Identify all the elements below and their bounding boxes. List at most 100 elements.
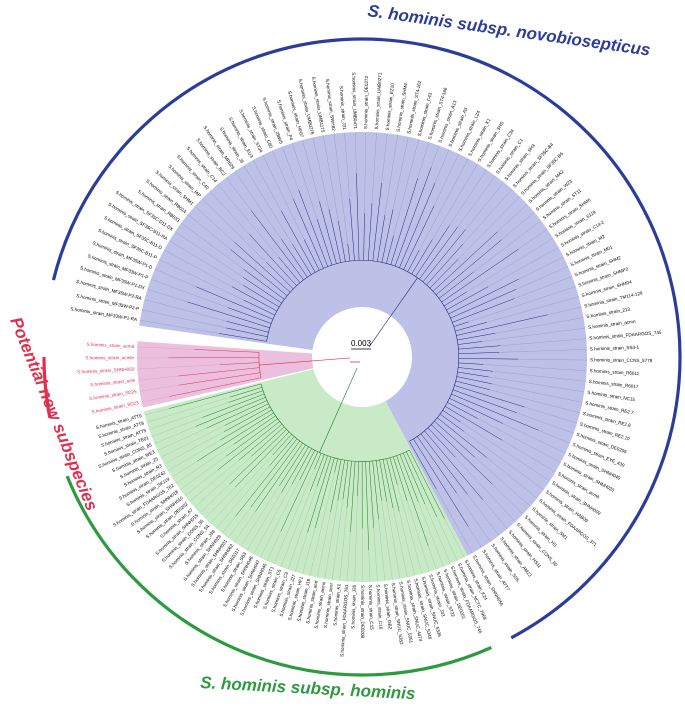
branch (445, 406, 503, 441)
branch (458, 362, 484, 365)
branch (291, 448, 312, 485)
branch (424, 430, 484, 500)
branch (403, 205, 435, 270)
leader-line (436, 489, 473, 554)
branch (350, 461, 356, 532)
branch (411, 239, 433, 275)
branch (435, 239, 502, 295)
leader-line (497, 204, 528, 232)
branch (409, 441, 437, 490)
leader-line (253, 160, 282, 211)
branch (281, 239, 308, 278)
leader-line (147, 289, 188, 303)
leaf-label: S.hominis_strain_SWH82 (325, 79, 337, 132)
branch (368, 461, 374, 528)
leader-line (194, 206, 235, 243)
leader-line (524, 406, 578, 424)
branch (457, 341, 483, 345)
branch (452, 298, 515, 323)
branch (298, 189, 328, 267)
leader-line (309, 472, 335, 576)
branch (426, 243, 464, 286)
leader-line (187, 214, 231, 250)
branch (229, 387, 263, 398)
branch (448, 278, 519, 315)
leader-line (482, 499, 508, 529)
leaf-label: S.hominis_strain_SS4-1 (590, 345, 640, 352)
branch (227, 307, 272, 324)
branch (386, 458, 400, 512)
leader-line (209, 191, 250, 235)
branch (169, 377, 262, 397)
branch (314, 457, 335, 529)
leader-line (141, 309, 227, 329)
branch (328, 209, 342, 263)
branch (456, 314, 548, 336)
branch (347, 243, 351, 262)
clade-title-novobiosepticus: S. hominis subsp. novobiosepticus (366, 1, 651, 60)
leader-line (455, 457, 516, 522)
leaf-label: S.hominis_strain_K1 (332, 583, 341, 626)
leader-line (419, 158, 469, 251)
branch (427, 427, 456, 458)
branch (455, 322, 487, 332)
branch (420, 433, 468, 495)
leaf-label: S.hominis_strain_SHNH050 (77, 366, 135, 374)
branch (451, 393, 539, 431)
clade-title-hominis: S. hominis subsp. hominis (200, 673, 416, 703)
leader-line (339, 508, 348, 581)
branch (280, 451, 319, 532)
branch (206, 400, 268, 429)
leader-line (381, 133, 388, 184)
branch (319, 201, 337, 264)
leader-line (323, 135, 339, 221)
branch (194, 349, 260, 353)
leaf-label: S.hominis_strain_acmle (85, 355, 134, 360)
leaf-label: S.hominis_strain_R6011 (589, 368, 639, 376)
leader-line (216, 465, 270, 529)
leader-line (474, 457, 531, 507)
branch (202, 393, 265, 418)
leader-line (488, 376, 585, 393)
clade-title-novobiosepticus-text: S. hominis subsp. novobiosepticus (366, 1, 651, 60)
branch (219, 362, 260, 365)
leader-line (234, 511, 256, 543)
branch (386, 235, 394, 264)
leaf-label: S.hominis_strain_SHS (477, 121, 505, 163)
branch (393, 456, 408, 502)
leaf-label: S.hominis_strain_UMB0271 (374, 72, 383, 130)
branch (231, 286, 278, 312)
branch (314, 453, 322, 469)
leader-line (428, 545, 437, 570)
leader-line (154, 426, 196, 444)
branch (225, 327, 268, 338)
leader-line (138, 375, 179, 381)
leader-line (463, 431, 544, 490)
leader-line (463, 189, 513, 244)
branch (299, 450, 315, 480)
branch (372, 460, 379, 520)
branch (337, 460, 345, 501)
leader-line (228, 506, 252, 538)
branch (178, 372, 261, 386)
branch (396, 455, 429, 547)
leader-line (137, 346, 195, 350)
leader-line (368, 549, 370, 582)
leader-line (273, 468, 315, 565)
branch (356, 173, 360, 261)
branch (187, 301, 270, 329)
leaf-label: S.hominis_strain_C1 (495, 137, 524, 174)
branch (250, 440, 301, 508)
branch (235, 438, 298, 517)
leader-line (502, 423, 566, 454)
leaf-label: S.hominis_strain_DE0208 (360, 585, 365, 639)
branch (230, 249, 288, 296)
branch (450, 289, 516, 319)
leader-line (457, 196, 520, 260)
branch (455, 380, 490, 391)
branch (399, 183, 436, 268)
arc-hominis (65, 475, 492, 677)
leader-line (272, 150, 294, 200)
leader-line (373, 527, 378, 582)
